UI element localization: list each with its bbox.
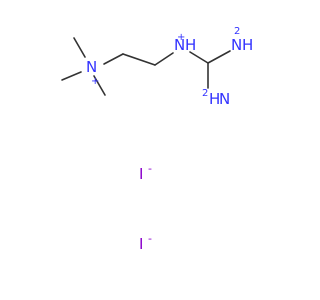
bond-c-nh2-top — [207, 50, 231, 64]
bond-methyl-top — [73, 37, 86, 58]
imine-n-charge: + — [177, 32, 185, 43]
amine-bottom: 2 H N — [202, 88, 230, 108]
imine-n-symbol: N — [174, 36, 185, 54]
quaternary-nitrogen: N + — [86, 58, 99, 87]
amine-top-h-symbol: H — [242, 36, 253, 54]
structure-canvas: N + N H + N H 2 2 H N I - I - — [61, 26, 253, 253]
amine-top-n-symbol: N — [231, 36, 242, 54]
imine-h-symbol: H — [185, 36, 196, 54]
bond-n-ch2 — [103, 53, 124, 65]
quat-n-charge: + — [91, 76, 99, 87]
amine-top: N H 2 — [231, 26, 253, 54]
iodide-1-charge: - — [148, 162, 152, 175]
iodide-ion-2: I - — [139, 232, 152, 253]
amine-bottom-h-count: 2 — [202, 88, 208, 99]
amine-top-h-count: 2 — [234, 26, 240, 37]
amine-bottom-n-symbol: N — [219, 90, 230, 108]
bond-ch2-ch2 — [122, 53, 156, 66]
amine-bottom-h-symbol: H — [209, 90, 220, 108]
bond-methyl-left — [61, 71, 82, 81]
iodide-1-symbol: I — [139, 165, 143, 183]
bond-n-c — [189, 51, 209, 64]
iodide-2-charge: - — [148, 232, 152, 245]
quat-n-symbol: N — [86, 58, 97, 76]
imine-nitrogen: N H + — [174, 32, 196, 54]
iodide-ion-1: I - — [139, 162, 152, 183]
bond-methyl-bottom — [93, 75, 106, 96]
iodide-2-symbol: I — [139, 235, 143, 253]
bond-ch2-n — [154, 52, 174, 66]
structure-drawing: N + N H + N H 2 2 H N I - I - — [61, 26, 253, 253]
